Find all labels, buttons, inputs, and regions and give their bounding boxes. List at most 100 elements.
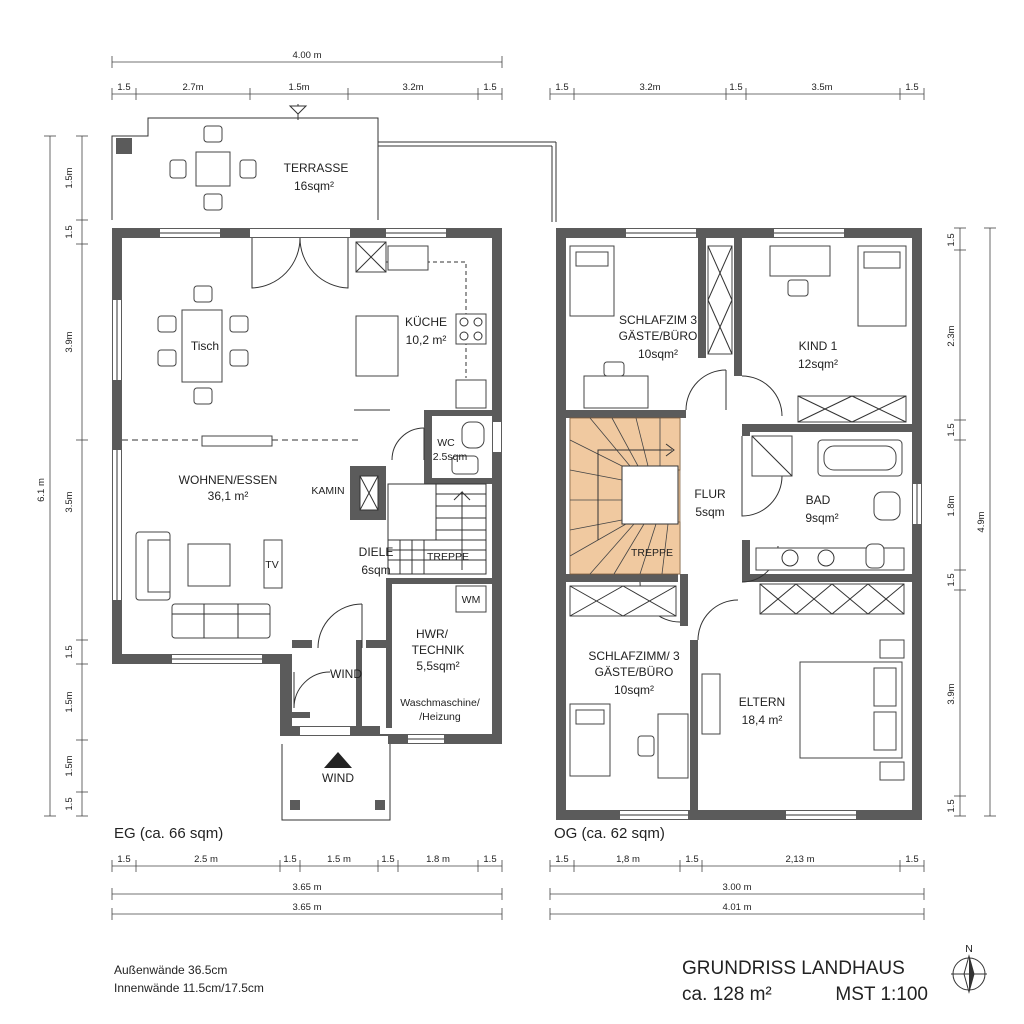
eg-left-seg-6: 1.5m [64, 691, 75, 712]
og-right-seg-7: 1.5 [946, 799, 957, 812]
title-block: GRUNDRISS LANDHAUS ca. 128 m² MST 1:100 [682, 958, 928, 1005]
wc-area: 2.5sqm [433, 451, 468, 463]
bad-area: 9sqm² [805, 511, 838, 525]
eg-left-seg-1: 1.5m [64, 167, 75, 188]
note-inner-walls: Innenwände 11.5cm/17.5cm [114, 981, 264, 995]
og-stairs: TREPPE FLUR 5sqm [569, 417, 726, 575]
eg-top-seg-1: 1.5 [117, 82, 130, 93]
schlaf1-line2: GÄSTE/BÜRO [619, 329, 698, 343]
schlaf2-line1: SCHLAFZIMM/ 3 [588, 649, 680, 663]
wc-name: WC [437, 437, 455, 449]
eg-bottom-seg-3: 1.5 [283, 854, 296, 865]
dining-area: Tisch [157, 285, 249, 405]
hwr-note2: /Heizung [419, 711, 461, 723]
flur-name: FLUR [694, 487, 726, 501]
eg-treppe-label: TREPPE [427, 551, 469, 563]
eg-left-dimensions: 6.1 m 1.5m 1.5 3.9m 3.5m 1.5 1.5m 1.5m 1… [36, 135, 88, 817]
wohnen-area: 36,1 m² [208, 489, 249, 503]
wm-label: WM [462, 594, 481, 606]
eg-left-total: 6.1 m [36, 478, 47, 502]
kind-area: 12sqm² [798, 357, 838, 371]
note-outer-walls: Außenwände 36.5cm [114, 963, 227, 977]
og-right-seg-4: 1.8m [946, 495, 957, 516]
kueche-area: 10,2 m² [406, 333, 447, 347]
og-right-seg-3: 1.5 [946, 423, 957, 436]
og-top-seg-5: 1.5 [905, 82, 918, 93]
og-bottom-seg-4: 2,13 m [785, 854, 814, 865]
terrace: TERRASSE 16sqm² [111, 104, 557, 222]
og-kind-1: KIND 1 12sqm² [769, 245, 907, 423]
eg-bottom-total-1: 3.65 m [292, 882, 321, 893]
plan-scale: MST 1:100 [835, 984, 928, 1005]
terrasse-area: 16sqm² [294, 179, 334, 193]
og-right-seg-6: 3.9m [946, 683, 957, 704]
eg-left-seg-4: 3.5m [64, 491, 75, 512]
eg-bottom-seg-2: 2.5 m [194, 854, 218, 865]
north-label: N [965, 943, 973, 955]
flur-area: 5sqm [695, 505, 724, 519]
eltern-name: ELTERN [739, 695, 785, 709]
eg-top-seg-5: 1.5 [483, 82, 496, 93]
og-bottom-seg-2: 1,8 m [616, 854, 640, 865]
hwr-room: WM HWR/ TECHNIK 5,5sqm² Waschmaschine/ /… [400, 585, 487, 723]
og-right-total: 4.9m [976, 511, 987, 532]
plan-title: GRUNDRISS LANDHAUS [682, 958, 905, 979]
terrasse-name: TERRASSE [284, 161, 349, 175]
og-top-seg-1: 1.5 [555, 82, 568, 93]
hwr-line1: HWR/ [416, 627, 449, 641]
kamin-label: KAMIN [311, 485, 344, 497]
kueche-name: KÜCHE [405, 315, 447, 329]
wall-notes: Außenwände 36.5cm Innenwände 11.5cm/17.5… [114, 963, 264, 995]
eg-bottom-seg-5: 1.5 [381, 854, 394, 865]
eg-walls [112, 228, 502, 744]
plan-area: ca. 128 m² [682, 984, 772, 1005]
wind-inside-label: WIND [330, 667, 362, 681]
og-eltern: ELTERN 18,4 m² [701, 583, 905, 781]
og-top-seg-2: 3.2m [639, 82, 660, 93]
eg-left-seg-2: 1.5 [64, 225, 75, 238]
og-right-dimensions: 1.5 2.3m 1.5 1.8m 1.5 3.9m 1.5 4.9m [946, 227, 996, 817]
eg-left-seg-8: 1.5 [64, 797, 75, 810]
eg-bottom-seg-1: 1.5 [117, 854, 130, 865]
og-schlafzimmer-2: SCHLAFZIMM/ 3 GÄSTE/BÜRO 10sqm² [569, 585, 689, 779]
living-area: WOHNEN/ESSEN 36,1 m² KAMIN TV [135, 473, 345, 639]
tv-label: TV [265, 559, 278, 571]
eg-left-seg-5: 1.5 [64, 645, 75, 658]
hwr-note1: Waschmaschine/ [400, 697, 480, 709]
og-top-seg-3: 1.5 [729, 82, 742, 93]
wind-outside-label: WIND [322, 771, 354, 785]
wohnen-name: WOHNEN/ESSEN [179, 473, 278, 487]
og-bad: BAD 9sqm² [751, 435, 905, 571]
hwr-area: 5,5sqm² [416, 659, 459, 673]
eg-top-seg-2: 2.7m [182, 82, 203, 93]
eg-doors [122, 237, 425, 709]
schlaf2-line2: GÄSTE/BÜRO [595, 665, 674, 679]
og-doors [639, 369, 783, 641]
og-schlafzimmer-1: SCHLAFZIM 3 GÄSTE/BÜRO 10sqm² [569, 245, 733, 409]
og-top-dimensions: 1.5 3.2m 1.5 3.5m 1.5 [549, 82, 925, 100]
diele-area: 6sqm [361, 563, 390, 577]
eg-bottom-seg-4: 1.5 m [327, 854, 351, 865]
wc-room: WC 2.5sqm [433, 421, 485, 475]
og-right-seg-1: 1.5 [946, 233, 957, 246]
kind-name: KIND 1 [799, 339, 838, 353]
og-bottom-total-2: 4.01 m [722, 902, 751, 913]
og-bottom-seg-3: 1.5 [685, 854, 698, 865]
og-right-seg-5: 1.5 [946, 573, 957, 586]
eg-top-seg-3: 1.5m [288, 82, 309, 93]
eg-bottom-total-2: 3.65 m [292, 902, 321, 913]
kitchen: KÜCHE 10,2 m² [355, 241, 487, 409]
eltern-area: 18,4 m² [742, 713, 783, 727]
eg-top-dimensions: 4.00 m 1.5 2.7m 1.5m 3.2m 1.5 [111, 50, 503, 100]
og-top-seg-4: 3.5m [811, 82, 832, 93]
diele-name: DIELE [359, 545, 394, 559]
entry-windfang: WIND WIND [281, 667, 391, 821]
eg-top-total: 4.00 m [292, 50, 321, 61]
schlaf1-area: 10sqm² [638, 347, 678, 361]
og-right-seg-2: 2.3m [946, 325, 957, 346]
og-bottom-seg-5: 1.5 [905, 854, 918, 865]
eg-left-seg-7: 1.5m [64, 755, 75, 776]
og-bottom-total-1: 3.00 m [722, 882, 751, 893]
eg-left-seg-3: 3.9m [64, 331, 75, 352]
